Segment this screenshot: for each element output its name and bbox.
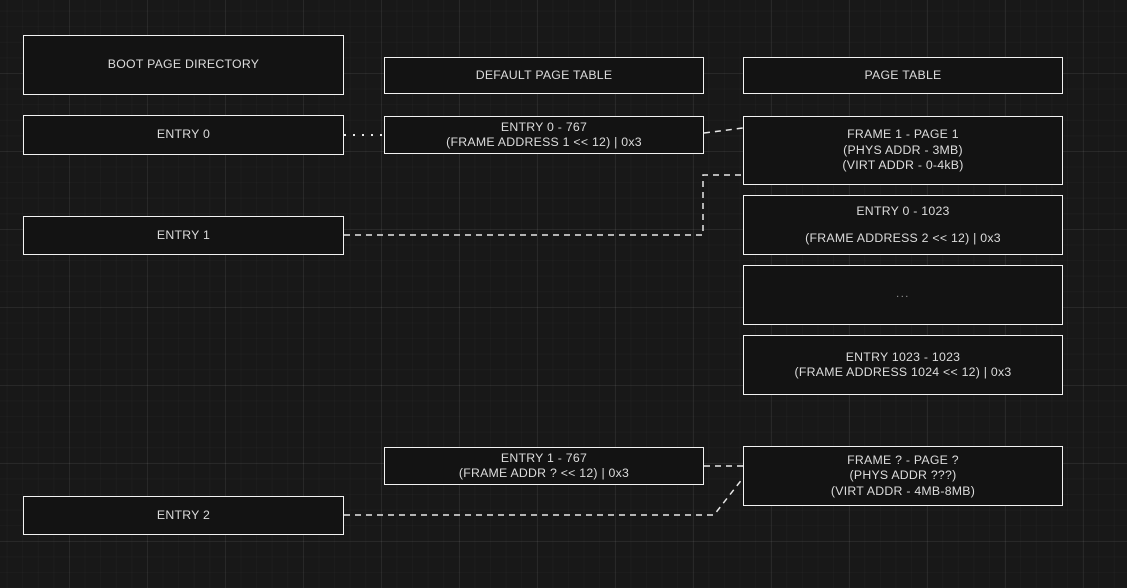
default-page-table-entry-1[interactable]: ENTRY 1 - 767 (FRAME ADDR ? << 12) | 0x3 xyxy=(384,447,704,485)
default-page-table-header[interactable]: DEFAULT PAGE TABLE xyxy=(384,57,704,94)
page-table-entries-ellipsis[interactable]: ... xyxy=(743,265,1063,325)
page-table-entry-0-1023[interactable]: ENTRY 0 - 1023 (FRAME ADDRESS 2 << 12) |… xyxy=(743,195,1063,255)
page-table-frame-1[interactable]: FRAME 1 - PAGE 1 (PHYS ADDR - 3MB) (VIRT… xyxy=(743,116,1063,185)
boot-page-directory-entry-2[interactable]: ENTRY 2 xyxy=(23,496,344,535)
boot-page-directory-entry-0[interactable]: ENTRY 0 xyxy=(23,115,344,155)
page-table-header[interactable]: PAGE TABLE xyxy=(743,57,1063,94)
default-page-table-entry-0[interactable]: ENTRY 0 - 767 (FRAME ADDRESS 1 << 12) | … xyxy=(384,116,704,154)
boot-page-directory-entry-1[interactable]: ENTRY 1 xyxy=(23,216,344,255)
page-table-frame-unknown[interactable]: FRAME ? - PAGE ? (PHYS ADDR ???) (VIRT A… xyxy=(743,446,1063,506)
boot-page-directory-header[interactable]: BOOT PAGE DIRECTORY xyxy=(23,35,344,95)
page-table-entry-1023-1023[interactable]: ENTRY 1023 - 1023 (FRAME ADDRESS 1024 <<… xyxy=(743,335,1063,395)
